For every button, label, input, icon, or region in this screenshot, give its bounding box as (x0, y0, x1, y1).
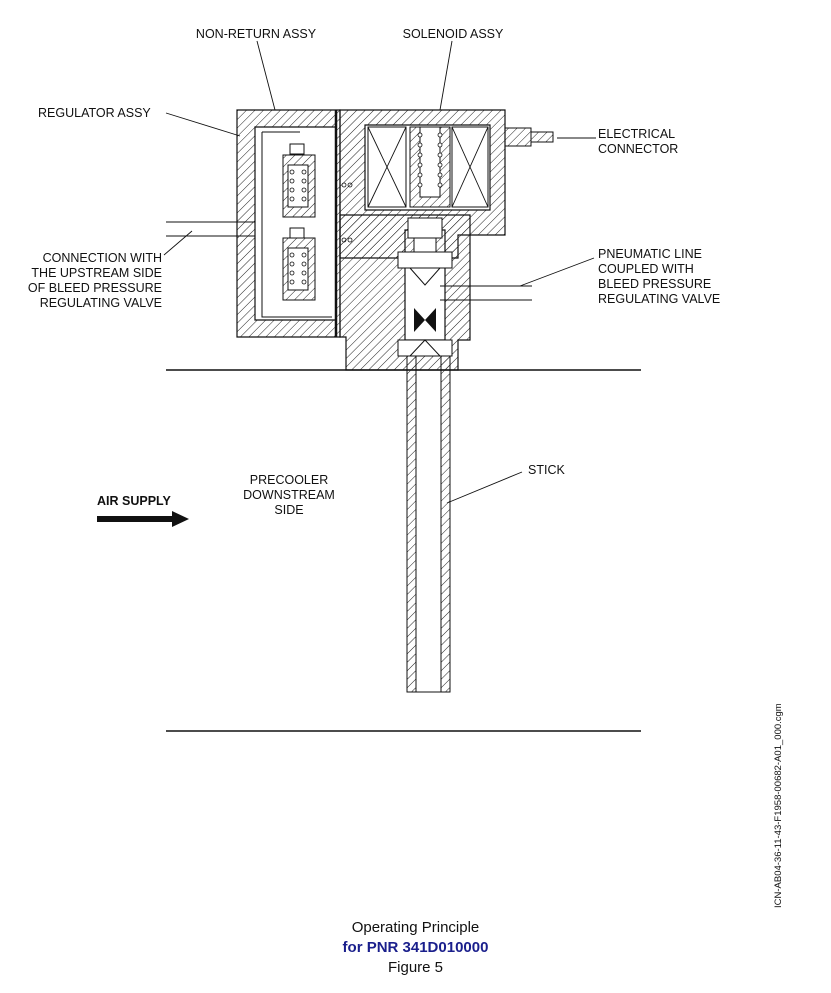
air-supply-arrow (97, 511, 189, 527)
caption-pnr: for PNR 341D010000 (342, 939, 489, 956)
label-precooler-1: PRECOOLER (250, 473, 329, 487)
label-precooler-2: DOWNSTREAM (243, 488, 335, 502)
pneumatic-line (440, 285, 532, 301)
label-regulator: REGULATOR ASSY (38, 106, 151, 120)
leader-lines (163, 40, 596, 504)
label-connection-3: OF BLEED PRESSURE (28, 281, 162, 295)
label-air-supply: AIR SUPPLY (97, 494, 172, 508)
label-electrical-2: CONNECTOR (598, 142, 678, 156)
label-connection-4: REGULATING VALVE (40, 296, 162, 310)
label-pneumatic-4: REGULATING VALVE (598, 292, 720, 306)
label-pneumatic-1: PNEUMATIC LINE (598, 247, 702, 261)
upstream-connection-line (166, 221, 255, 237)
label-pneumatic-2: COUPLED WITH (598, 262, 694, 276)
label-pneumatic-3: BLEED PRESSURE (598, 277, 711, 291)
solenoid-spring (417, 132, 443, 188)
stick (406, 355, 451, 693)
label-connection-2: THE UPSTREAM SIDE (31, 266, 162, 280)
regulator-pistons (261, 131, 332, 318)
caption-figure: Figure 5 (387, 959, 444, 976)
label-stick: STICK (528, 463, 565, 477)
label-non-return: NON-RETURN ASSY (196, 27, 317, 41)
regulator-body (236, 109, 341, 338)
regulator-springs (289, 169, 307, 285)
label-connection-1: CONNECTION WITH (43, 251, 162, 265)
label-electrical-1: ELECTRICAL (598, 127, 675, 141)
icn-reference: ICN-AB04-36-11-43-F1958-00682-A01_000.cg… (773, 703, 784, 908)
electrical-connector (504, 127, 554, 147)
caption-title: Operating Principle (351, 919, 480, 936)
label-precooler-3: SIDE (274, 503, 303, 517)
label-solenoid: SOLENOID ASSY (403, 27, 504, 41)
valve-body (339, 214, 471, 371)
